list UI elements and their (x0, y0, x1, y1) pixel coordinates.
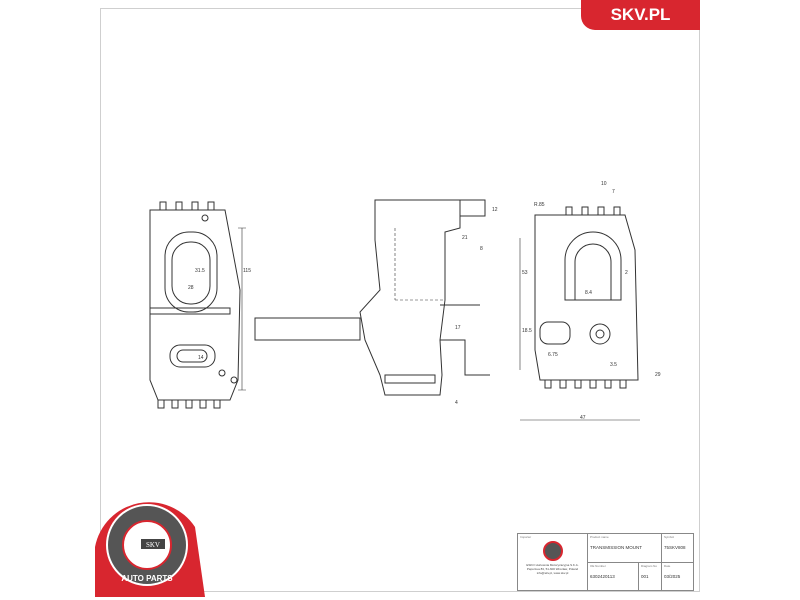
date: 03/2025 (664, 574, 681, 579)
svg-text:SKV: SKV (146, 541, 160, 549)
dimension-label: 12 (492, 207, 498, 213)
drawing-frame (100, 8, 700, 592)
view-side (254, 199, 490, 396)
importer-line: info@skv.pl, www.skv.pl (536, 571, 569, 575)
dimension-label: 31.5 (195, 268, 205, 274)
svg-text:AUTO PARTS: AUTO PARTS (121, 574, 173, 583)
dimension-label: 53 (522, 270, 528, 276)
brand-badge[interactable]: SKV.PL (581, 0, 700, 30)
dimension-label: 28 (188, 285, 194, 291)
date-cell: Date 03/2025 (662, 563, 694, 591)
importer-label: Importer (520, 535, 532, 539)
date-label: Date (664, 564, 671, 568)
product-name-cell: Product name TRANSMISSION MOUNT (588, 534, 662, 563)
dimension-label: 2 (625, 270, 628, 276)
diagram-no: 001 (641, 574, 649, 579)
product-name: TRANSMISSION MOUNT (590, 545, 643, 550)
view-front (149, 201, 246, 409)
dimension-label: 7 (612, 189, 615, 195)
oe-label: OE Number (590, 564, 606, 568)
diagram-label: Diagram No (641, 564, 658, 568)
importer-line: ESKO Hurtownia Motoryzacyjna S.K.A. (526, 563, 579, 567)
oe-cell: OE Number 6302420113 (588, 563, 639, 591)
dimension-label: 3.5 (610, 362, 617, 368)
dimension-label: 21 (462, 235, 468, 241)
importer-line: Papurzea 83, 51-600 Wrocław, Poland (526, 567, 579, 571)
dimension-label: 17 (455, 325, 461, 331)
dimension-label: 47 (580, 415, 586, 421)
dimension-label: 8 (480, 246, 483, 252)
symbol: 75SKV808 (664, 545, 686, 550)
dimension-label: 8.4 (585, 290, 592, 296)
symbol-label: Symbol (664, 535, 675, 539)
importer-cell: Importer ESKO Hurtownia Motoryzacyjna S.… (518, 534, 588, 591)
skv-seal-logo: SKV AUTO PARTS (95, 502, 205, 597)
title-block: Importer ESKO Hurtownia Motoryzacyjna S.… (517, 533, 694, 591)
dimension-label: 18.5 (522, 328, 532, 334)
diagram-cell: Diagram No 001 (639, 563, 662, 591)
dimension-label: 29 (655, 372, 661, 378)
dimension-label: R.85 (534, 202, 545, 208)
symbol-cell: Symbol 75SKV808 (662, 534, 694, 563)
dimension-label: 115 (243, 268, 251, 274)
view-rear (519, 206, 640, 421)
dimension-label: 14 (198, 355, 204, 361)
dimension-label: 4 (455, 400, 458, 406)
dimension-label: 6.75 (548, 352, 558, 358)
importer-logo (542, 541, 563, 561)
product-name-label: Product name (590, 535, 609, 539)
oe-number: 6302420113 (590, 574, 615, 579)
dimension-label: 10 (601, 181, 607, 187)
